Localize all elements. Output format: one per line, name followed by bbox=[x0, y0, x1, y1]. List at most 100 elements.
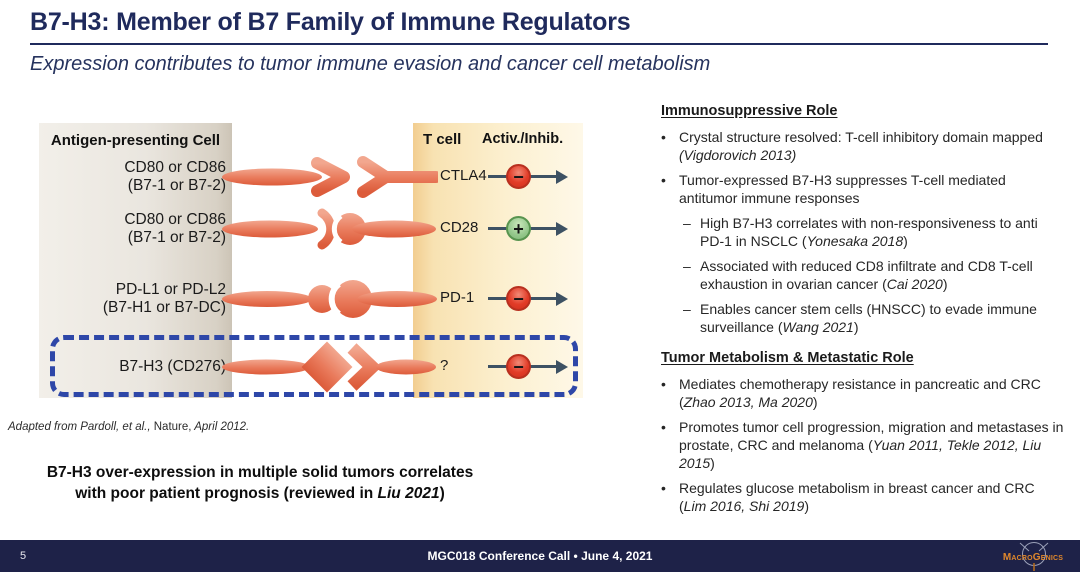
ligand-receptor-shape-b7h3 bbox=[222, 341, 436, 393]
bullet-marker: • bbox=[661, 172, 666, 188]
ligand-receptor-shape-ctla4 bbox=[222, 156, 438, 198]
text-segment: Promotes tumor cell progression, migrati… bbox=[679, 419, 1064, 453]
sub-bullet-item: –High B7-H3 correlates with non-responsi… bbox=[683, 214, 1065, 250]
right-panel: Immunosuppressive Role • Crystal structure… bbox=[661, 102, 1065, 522]
bullet-text: Crystal structure resolved: T-cell inhib… bbox=[679, 128, 1065, 164]
bullet-item: • Tumor-expressed B7-H3 suppresses T-cell… bbox=[661, 171, 1065, 207]
bullet-marker: • bbox=[661, 129, 666, 145]
slide-subtitle: Expression contributes to tumor immune e… bbox=[30, 53, 711, 75]
text-segment: Nature, bbox=[153, 421, 192, 433]
b7h3-highlight-box bbox=[50, 335, 578, 397]
ligand-line1: CD80 or CD86 bbox=[124, 211, 226, 228]
bullet-marker: – bbox=[683, 258, 691, 274]
bullet-text: Mediates chemotherapy resistance in panc… bbox=[679, 375, 1065, 411]
text-segment: Liu 2021 bbox=[377, 485, 440, 502]
inhibitory-sign: − bbox=[506, 354, 531, 379]
page-title: B7-H3: Member of B7 Family of Immune Reg… bbox=[30, 8, 631, 36]
inhibition-arrow-ctla4: − bbox=[488, 149, 570, 205]
text-segment: Adapted from Pardoll, et al., bbox=[8, 421, 154, 433]
section-heading: Immunosuppressive Role bbox=[661, 103, 838, 119]
ligand-label-pd1: PD-L1 or PD-L2 (B7-H1 or B7-DC) bbox=[50, 281, 226, 317]
ligand-line1: B7-H3 (CD276) bbox=[119, 358, 226, 375]
inhibition-arrow-pd1: − bbox=[488, 271, 570, 327]
ligand-label-cd28: CD80 or CD86 (B7-1 or B7-2) bbox=[50, 211, 226, 247]
bullet-item: • Regulates glucose metabolism in breast … bbox=[661, 479, 1065, 515]
bullet-text: Enables cancer stem cells (HNSCC) to eva… bbox=[700, 300, 1065, 336]
footer-bar: 5 MGC018 Conference Call • June 4, 2021 … bbox=[0, 540, 1080, 572]
receptor-label-unknown: ? bbox=[440, 357, 449, 374]
sub-bullet-item: –Enables cancer stem cells (HNSCC) to ev… bbox=[683, 300, 1065, 336]
text-segment: ) bbox=[710, 455, 715, 471]
text-segment: (Vigdorovich 2013) bbox=[679, 147, 797, 163]
text-segment: Yuan 2011, Tekle 2012, Liu 2015 bbox=[679, 437, 1042, 471]
text-segment: ) bbox=[812, 394, 818, 410]
bullet-marker: – bbox=[683, 215, 691, 231]
ligand-receptor-shape-pd1 bbox=[222, 280, 437, 318]
pathway-diagram: Antigen-presenting Cell T cell Activ./In… bbox=[30, 115, 630, 415]
text-segment: ) bbox=[942, 276, 948, 292]
source-caption: Adapted from Pardoll, et al., Nature, Ap… bbox=[8, 421, 249, 433]
ligand-receptor-shape-cd28 bbox=[222, 208, 436, 250]
text-segment: Crystal structure resolved: T-cell inhib… bbox=[679, 129, 1043, 145]
text-segment: Yonesaka 2018 bbox=[806, 233, 904, 249]
inhibition-arrow-b7h3: − bbox=[488, 339, 570, 395]
title-divider bbox=[30, 43, 1048, 45]
bullet-text: Tumor-expressed B7-H3 suppresses T-cell … bbox=[679, 171, 1065, 207]
ligand-line1: PD-L1 or PD-L2 bbox=[115, 281, 226, 298]
text-segment: Zhao 2013, Ma 2020 bbox=[683, 394, 813, 410]
bullet-item: • Promotes tumor cell progression, migrat… bbox=[661, 418, 1065, 472]
bullet-item: • Mediates chemotherapy resistance in pan… bbox=[661, 375, 1065, 411]
arrow-head bbox=[556, 291, 568, 306]
ligand-label-b7h3: B7-H3 (CD276) bbox=[50, 358, 226, 376]
apc-panel-header: Antigen-presenting Cell bbox=[50, 132, 221, 149]
bullet-text: High B7-H3 correlates with non-responsiv… bbox=[700, 214, 1065, 250]
arrow-head bbox=[556, 359, 568, 374]
receptor-label-pd1: PD-1 bbox=[440, 289, 475, 306]
inhibitory-sign: − bbox=[506, 164, 531, 189]
sub-bullet-item: –Associated with reduced CD8 infiltrate … bbox=[683, 257, 1065, 293]
ligand-line2: (B7-H1 or B7-DC) bbox=[102, 299, 226, 316]
t-cell-column-header: T cell bbox=[423, 131, 462, 148]
text-segment: ) bbox=[853, 319, 859, 335]
bullet-text: Associated with reduced CD8 infiltrate a… bbox=[700, 257, 1065, 293]
bullet-marker: – bbox=[683, 301, 691, 317]
macrogenics-logo: MacroGenics bbox=[996, 541, 1070, 571]
bullet-marker: • bbox=[661, 480, 666, 496]
text-segment: High B7-H3 correlates with non-responsiv… bbox=[700, 215, 1038, 249]
bullet-marker: • bbox=[661, 419, 666, 435]
text-segment: with poor patient prognosis (reviewed in bbox=[75, 485, 378, 502]
bullet-item: • Crystal structure resolved: T-cell inhi… bbox=[661, 128, 1065, 164]
text-segment: Enables cancer stem cells (HNSCC) to eva… bbox=[700, 301, 1037, 335]
t-cell-panel bbox=[413, 123, 583, 398]
activating-sign: + bbox=[506, 216, 531, 241]
bullet-text: Regulates glucose metabolism in breast c… bbox=[679, 479, 1065, 515]
text-segment: B7-H3 over-expression in multiple solid … bbox=[46, 464, 474, 481]
text-segment: Cai 2020 bbox=[886, 276, 943, 292]
text-segment: Lim 2016, Shi 2019 bbox=[683, 498, 805, 514]
key-statement-line: with poor patient prognosis (reviewed in… bbox=[15, 483, 505, 504]
ligand-line2: (B7-1 or B7-2) bbox=[127, 177, 226, 194]
text-segment: Mediates chemotherapy resistance in panc… bbox=[679, 376, 1041, 410]
arrow-head bbox=[556, 221, 568, 236]
text-segment: Regulates glucose metabolism in breast c… bbox=[679, 480, 1035, 514]
text-segment: ) bbox=[439, 485, 445, 502]
footer-title: MGC018 Conference Call • June 4, 2021 bbox=[427, 549, 653, 563]
arrow-head bbox=[556, 169, 568, 184]
ligand-line1: CD80 or CD86 bbox=[124, 159, 226, 176]
activation-arrow-cd28: + bbox=[488, 201, 570, 257]
receptor-label-ctla4: CTLA4 bbox=[440, 167, 487, 184]
text-segment: Associated with reduced CD8 infiltrate a… bbox=[700, 258, 1033, 292]
antigen-presenting-cell-panel: Antigen-presenting Cell bbox=[39, 123, 232, 398]
bullet-marker: • bbox=[661, 376, 666, 392]
key-statement: B7-H3 over-expression in multiple solid … bbox=[15, 462, 505, 504]
ligand-label-ctla4: CD80 or CD86 (B7-1 or B7-2) bbox=[50, 159, 226, 195]
antibody-circle-icon bbox=[1019, 542, 1049, 571]
page-number: 5 bbox=[20, 550, 27, 562]
inhibitory-sign: − bbox=[506, 286, 531, 311]
ligand-line2: (B7-1 or B7-2) bbox=[127, 229, 226, 246]
text-segment: Tumor-expressed B7-H3 suppresses T-cell … bbox=[679, 172, 1006, 206]
receptor-label-cd28: CD28 bbox=[440, 219, 479, 236]
bullet-text: Promotes tumor cell progression, migrati… bbox=[679, 418, 1065, 472]
text-segment: April 2012. bbox=[191, 421, 250, 433]
